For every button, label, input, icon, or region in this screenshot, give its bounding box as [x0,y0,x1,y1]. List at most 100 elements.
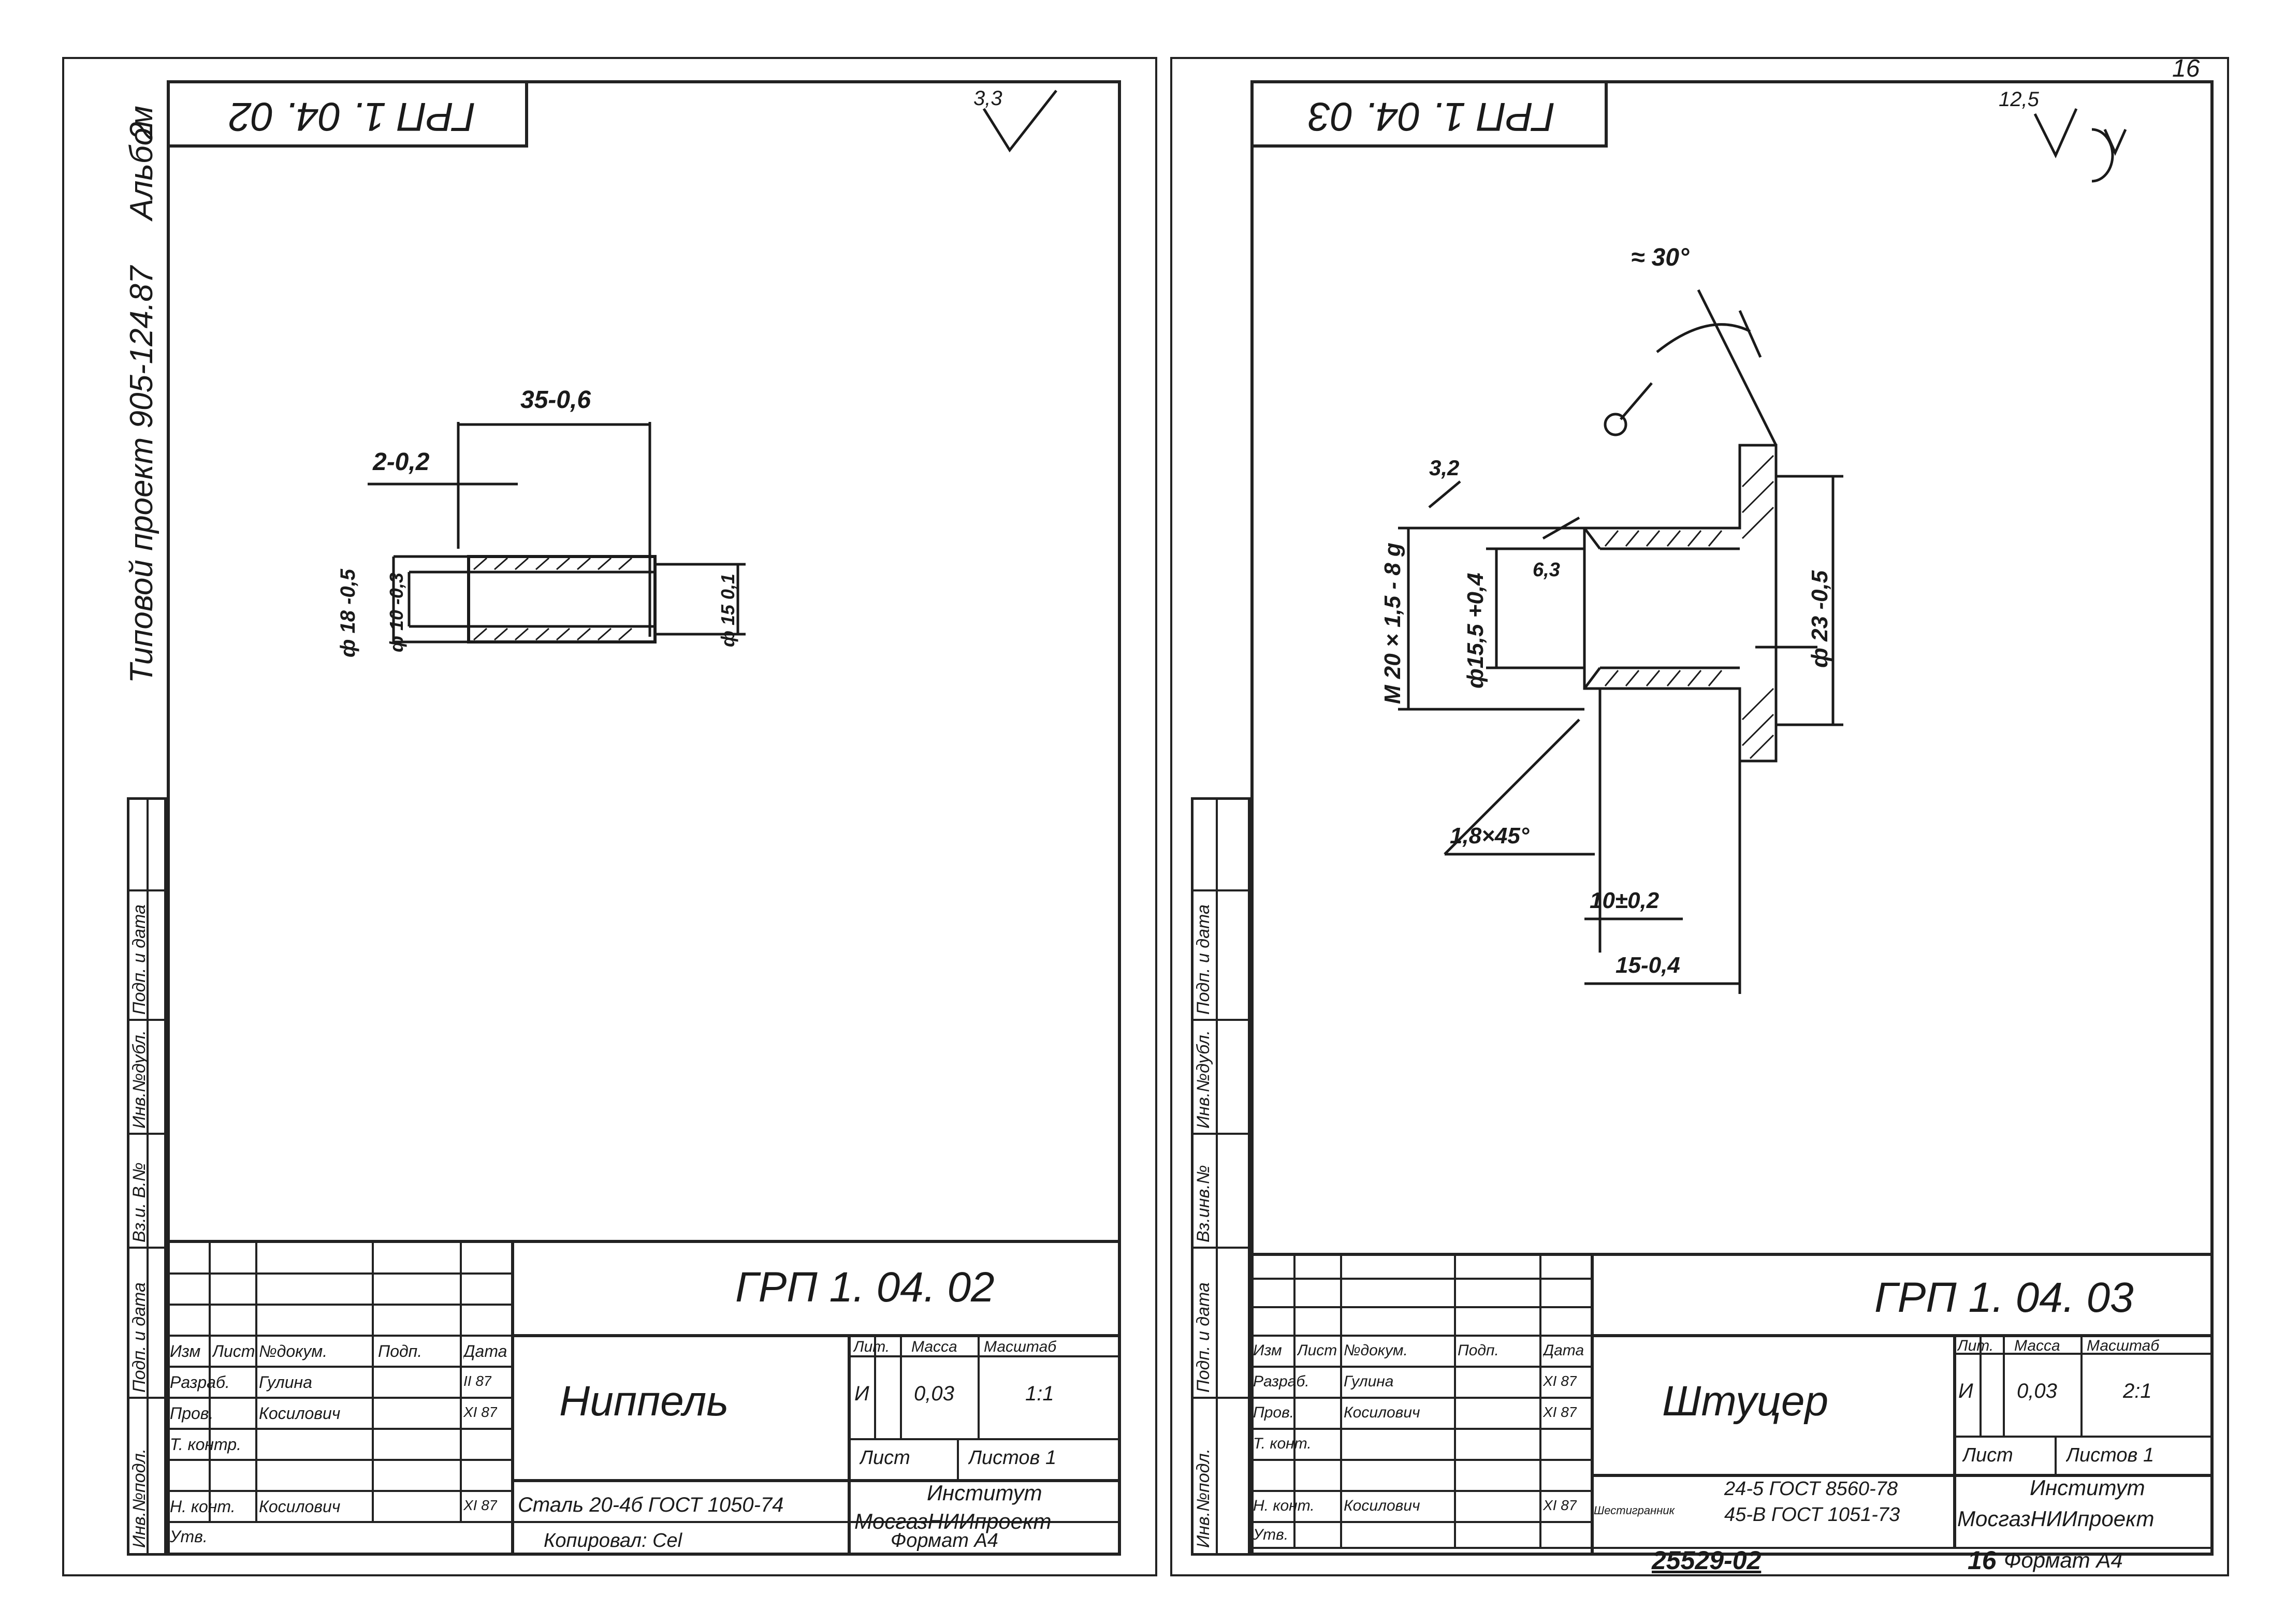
left-mirrored-code: ГРП 1. 04. 02 [228,94,476,140]
left-date-2: XI 87 [463,1404,498,1420]
right-roughness-label: 12,5 [1999,88,2039,111]
left-hdr-list: Лист [212,1342,255,1360]
left-hdr-date: Дата [463,1342,507,1360]
left-dim-inner-d: ф 10 -0,3 [386,573,407,652]
right-dim-rough-a: 3,2 [1429,456,1460,480]
left-title-code: ГРП 1. 04. 02 [735,1264,995,1311]
right-sheet-label: Лист [1962,1444,2013,1466]
right-mirrored-code: ГРП 1. 04. 03 [1308,94,1555,140]
left-role-2: Пров. [170,1404,214,1423]
right-lit-value: И [1958,1380,1973,1402]
left-dim-step: 2-0,2 [373,448,430,476]
left-org-line2: МосгазНИИпроект [854,1509,1052,1533]
left-stamp-cell-3: Вз.и. В.№ [129,1162,149,1242]
left-sheet-label: Лист [860,1447,910,1469]
right-date-1: XI 87 [1543,1373,1577,1389]
right-mass-value: 0,03 [2017,1380,2057,1402]
left-format-label: Формат А4 [891,1530,998,1552]
right-hdr-date: Дата [1543,1342,1584,1359]
left-mass-header: Масса [911,1338,957,1355]
right-material-label: Шестигранник [1594,1504,1675,1517]
right-side-stamp [1191,797,1250,1556]
left-stamp-cell-4: Инв.№дубл. [129,1030,149,1129]
left-album-number: 2 [124,122,159,140]
left-title-material: Сталь 20-4б ГОСТ 1050-74 [518,1494,784,1516]
left-title-block [167,1240,1121,1556]
right-drawing-sheet [1170,57,2229,1576]
right-title-block [1250,1253,2214,1556]
left-sheets-label: Листов 1 [968,1447,1057,1469]
left-role-5: Н. конт. [170,1497,236,1516]
left-role-6: Утв. [170,1527,208,1546]
left-hdr-izm: Изм [170,1342,201,1360]
right-title-name: Штуцер [1662,1378,1829,1425]
right-hdr-izm: Изм [1253,1342,1282,1359]
left-project-label: Типовой проект 905-124.87 [124,266,159,683]
left-dim-outer-d: ф 18 -0,5 [337,568,359,657]
right-drawing-frame [1250,80,2214,1556]
left-name-5: Косилович [259,1497,341,1516]
left-roughness-label: 3,3 [973,87,1002,110]
right-dim-len-a: 10±0,2 [1590,888,1660,913]
right-dim-len-b: 15-0,4 [1615,953,1680,978]
left-role-3: Т. контр. [170,1435,241,1454]
left-name-1: Гулина [259,1373,312,1392]
right-sheets-label: Листов 1 [2066,1444,2155,1466]
right-stamp-cell-4: Инв.№дубл. [1194,1030,1213,1129]
right-stamp-cell-1: Инв.№подл. [1194,1448,1213,1548]
right-role-5: Н. конт. [1253,1497,1315,1514]
right-doc-number: 25529-02 [1652,1546,1762,1575]
left-role-1: Разраб. [170,1373,230,1392]
right-name-1: Гулина [1344,1373,1394,1390]
right-org-line1: Институт [2030,1475,2145,1500]
right-hdr-podp: Подп. [1458,1342,1499,1359]
right-name-2: Косилович [1344,1404,1420,1421]
right-dim-chamfer: 1,8×45° [1450,823,1530,848]
right-hdr-list: Лист [1297,1342,1337,1359]
right-material-2: 45-В ГОСТ 1051-73 [1724,1504,1900,1526]
right-scale-header: Масштаб [2087,1337,2160,1354]
left-scale-value: 1:1 [1025,1382,1054,1405]
left-date-1: II 87 [463,1373,492,1389]
left-stamp-cell-5: Подп. и дата [129,904,149,1015]
right-mass-header: Масса [2014,1337,2060,1354]
left-dim-right-d: ф 15 0,1 [717,574,738,647]
right-material-1: 24-5 ГОСТ 8560-78 [1724,1478,1898,1500]
left-mirrored-code-box [167,80,528,148]
right-date-2: XI 87 [1543,1404,1577,1420]
left-name-2: Косилович [259,1404,341,1423]
left-copied-label: Копировал: Cel [544,1530,682,1552]
right-stamp-cell-3: Вз.инв.№ [1194,1165,1213,1242]
left-mass-value: 0,03 [914,1382,954,1405]
left-hdr-podp: Подп. [378,1342,423,1360]
right-dim-thread: М 20 × 1,5 - 8 g [1380,543,1405,704]
right-org-line2: МосгазНИИпроект [1957,1506,2155,1531]
right-stamp-cell-2: Подп. и дата [1194,1282,1213,1393]
left-scale-header: Масштаб [984,1338,1057,1355]
left-dim-length: 35-0,6 [520,386,591,414]
right-role-6: Утв. [1253,1526,1289,1543]
right-role-2: Пров. [1253,1404,1294,1421]
right-lit-header: Лит. [1957,1337,1994,1354]
left-drawing-frame [167,80,1121,1556]
right-mirrored-code-box [1250,80,1608,148]
left-hdr-doc: №докум. [259,1342,328,1360]
right-page-number: 16 [1968,1546,1997,1575]
right-sheet-number: 16 [2172,55,2200,82]
right-format-label: Формат А4 [2004,1548,2123,1572]
right-hdr-doc: №докум. [1344,1342,1408,1359]
right-dim-chamfer-angle: ≈ 30° [1631,244,1690,271]
right-name-5: Косилович [1344,1497,1420,1514]
left-date-5: XI 87 [463,1497,498,1513]
right-dim-flange-d: ф 23 -0,5 [1807,570,1832,668]
left-org-line1: Институт [927,1481,1042,1505]
left-lit-header: Лит. [853,1338,890,1355]
left-drawing-sheet [62,57,1157,1576]
right-role-3: Т. конт. [1253,1435,1312,1452]
left-stamp-cell-2: Подп. и дата [129,1282,149,1393]
right-date-5: XI 87 [1543,1497,1577,1513]
left-lit-value: И [854,1382,869,1405]
right-scale-value: 2:1 [2123,1380,2152,1402]
right-dim-rough-b: 6,3 [1533,559,1560,581]
right-role-1: Разраб. [1253,1373,1309,1390]
